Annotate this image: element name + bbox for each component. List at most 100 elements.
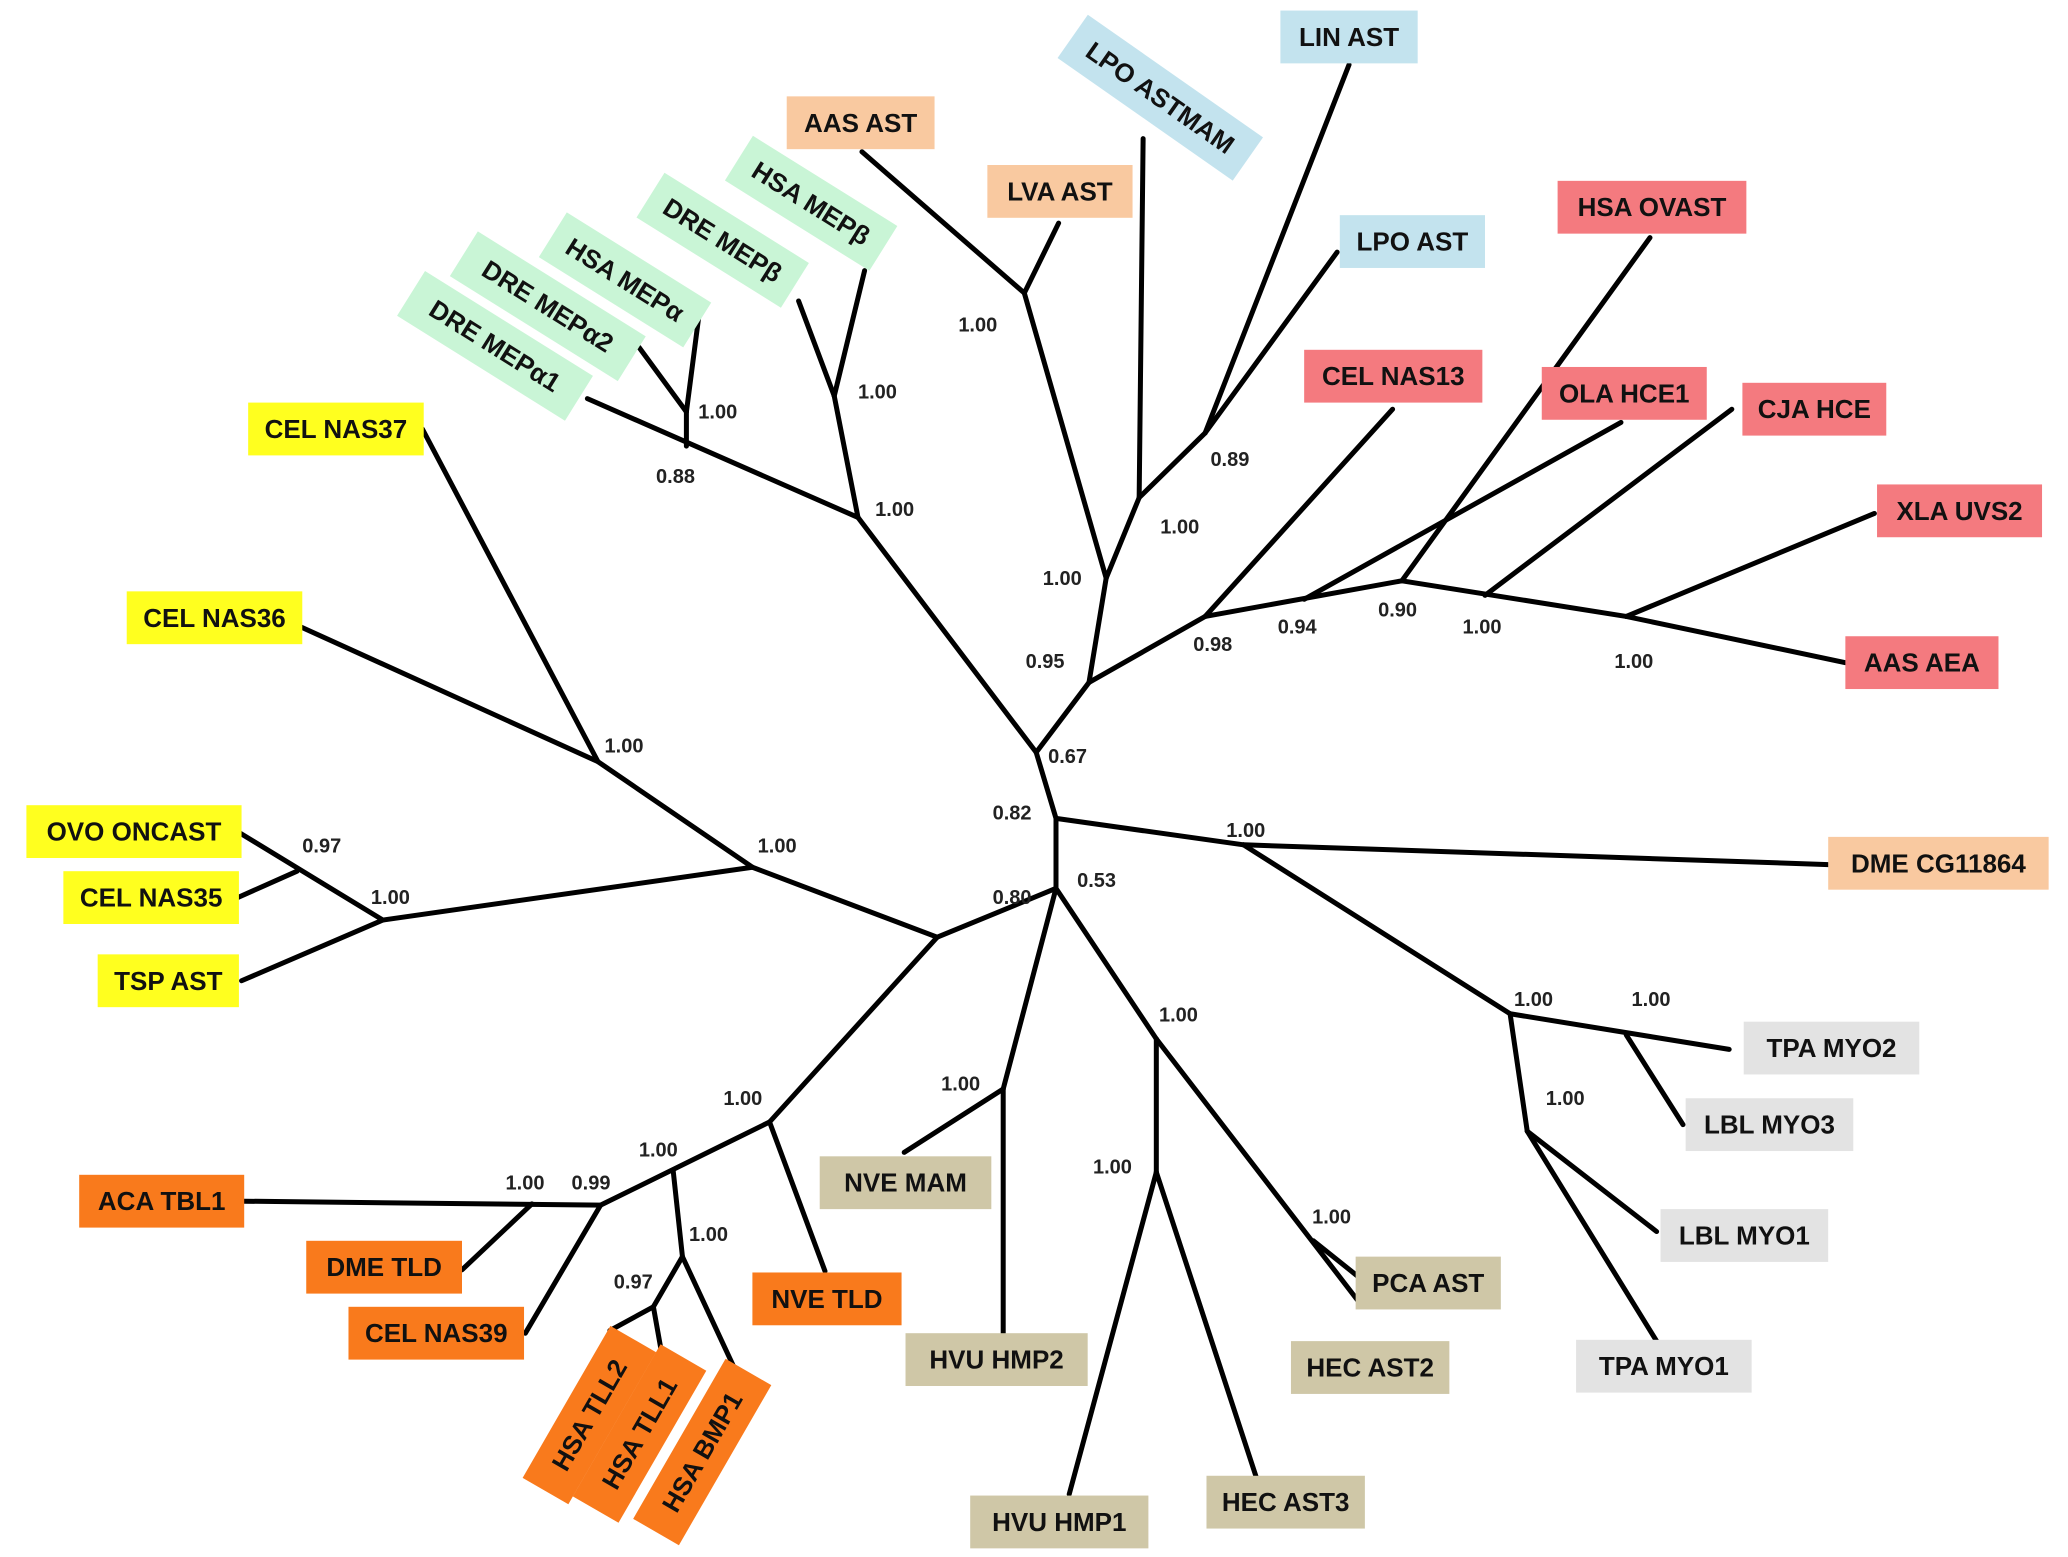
leaf-label-dme-tld: DME TLD <box>306 1240 462 1294</box>
leaf-label-text: HEC AST2 <box>1306 1353 1434 1383</box>
tree-branch <box>1021 220 1062 296</box>
leaf-label-box <box>1304 349 1483 403</box>
support-value-lin-lpo: 0.89 <box>1210 449 1249 471</box>
tree-branch <box>796 298 837 399</box>
leaf-label-nve-tld: NVE TLD <box>752 1272 902 1326</box>
leaf-labels: LIN AST LPO ASTMAM AAS AST LVA AST LPO AST HS… <box>26 10 2049 1549</box>
tree-branch <box>1399 235 1653 584</box>
support-value-root-low: 0.80 <box>993 887 1032 909</box>
tree-branch <box>1524 1128 1660 1344</box>
support-values: 1.000.891.001.001.001.000.881.000.950.98… <box>302 314 1670 1293</box>
tree-branch <box>522 1202 604 1336</box>
tree-branch <box>1202 249 1340 436</box>
tree-branch <box>1507 1011 1530 1134</box>
leaf-label-tpa-myo2: TPA MYO2 <box>1743 1021 1920 1075</box>
tree-branch <box>595 759 755 870</box>
leaf-label-text: HSA OVAST <box>1578 192 1727 222</box>
leaf-label-text: OVO ONCAST <box>47 817 222 847</box>
leaf-label-lva-ast: LVA AST <box>987 165 1133 218</box>
leaf-label-text: CEL NAS37 <box>265 414 408 444</box>
tree-branch <box>859 149 1027 296</box>
leaf-label-text: XLA UVS2 <box>1896 496 2022 526</box>
tree-branch <box>1033 749 1059 821</box>
leaf-label-hec-ast2: HEC AST2 <box>1290 1341 1450 1394</box>
tree-branch <box>1136 430 1208 501</box>
leaf-label-hec-ast3: HEC AST3 <box>1206 1475 1365 1529</box>
tree-branch <box>1053 815 1246 848</box>
support-value-mep-alpha: 1.00 <box>698 401 737 423</box>
leaf-label-text: AAS AST <box>804 108 917 138</box>
leaf-label-box <box>63 871 239 924</box>
support-value-red-3: 1.00 <box>1463 617 1502 639</box>
leaf-label-text: HEC AST3 <box>1222 1487 1350 1517</box>
support-value-nas37: 1.00 <box>605 735 644 757</box>
leaf-label-text: LIN AST <box>1299 22 1399 52</box>
tree-branch <box>1623 613 1848 666</box>
leaf-label-box <box>1541 366 1707 420</box>
leaf-label-text: TPA MYO1 <box>1599 1351 1729 1381</box>
leaf-label-xla-uvs2: XLA UVS2 <box>1877 484 2043 538</box>
leaf-label-box <box>633 1358 772 1546</box>
support-value-myo-11: 1.00 <box>1546 1088 1585 1110</box>
leaf-label-box <box>1206 1475 1365 1529</box>
leaf-label-text: AAS AEA <box>1864 648 1980 678</box>
leaf-label-text: DME CG11864 <box>1851 848 2026 878</box>
tree-branch <box>683 307 703 415</box>
tree-branch <box>241 1198 604 1208</box>
leaf-label-text: CEL NAS13 <box>1322 361 1465 391</box>
tree-branch <box>901 1086 1006 1155</box>
leaf-label-text: LPO AST <box>1357 227 1469 257</box>
leaf-label-text: NVE MAM <box>844 1168 967 1198</box>
leaf-label-text: CEL NAS35 <box>80 883 223 913</box>
leaf-label-text: OLA HCE1 <box>1559 378 1690 408</box>
tree-branch <box>767 1119 828 1274</box>
support-value-lpo-group: 1.00 <box>1160 516 1199 538</box>
leaf-label-box <box>786 96 935 150</box>
leaf-label-text: LPO ASTMAM <box>1080 36 1240 160</box>
support-value-khaki-right: 0.53 <box>1077 870 1116 892</box>
tree-branch <box>1103 495 1142 581</box>
leaf-label-box <box>724 135 898 271</box>
tree-branch <box>1623 510 1877 619</box>
leaf-label-hvu-hmp2: HVU HMP2 <box>905 1333 1088 1386</box>
leaf-label-box <box>819 1156 992 1210</box>
leaf-label-aca-tbl1: ACA TBL1 <box>79 1174 245 1228</box>
support-value-red-4: 1.00 <box>1614 651 1653 673</box>
tree-branch <box>380 864 755 923</box>
support-value-root-mid: 0.82 <box>993 803 1032 825</box>
tree-branch <box>1240 842 1513 1017</box>
support-value-orange-inner: 1.00 <box>639 1139 678 1161</box>
support-value-nas-small: 1.00 <box>371 887 410 909</box>
leaf-label-lin-ast: LIN AST <box>1280 10 1418 64</box>
tree-branches <box>235 62 1877 1497</box>
leaf-label-text: CEL NAS39 <box>365 1318 508 1348</box>
tree-branch <box>1399 578 1629 619</box>
tree-branch <box>831 268 868 399</box>
leaf-label-box <box>636 172 809 308</box>
leaf-label-box <box>987 165 1133 218</box>
leaf-label-box <box>397 270 593 421</box>
leaf-label-text: TSP AST <box>114 966 222 996</box>
tree-branch <box>1136 136 1146 501</box>
tree-branch <box>235 868 300 901</box>
support-value-mep-all: 1.00 <box>875 499 914 521</box>
tree-branch <box>1053 885 1159 1042</box>
leaf-label-ola-hce1: OLA HCE1 <box>1541 366 1707 420</box>
support-value-mep-beta: 1.00 <box>858 382 897 404</box>
leaf-label-lpo-astmam: LPO ASTMAM <box>1057 14 1264 181</box>
tree-branch <box>1524 1128 1660 1235</box>
tree-branch <box>1086 613 1208 685</box>
leaf-label-box <box>1280 10 1418 64</box>
leaf-label-text: DME TLD <box>326 1252 442 1282</box>
leaf-label-tpa-myo1: TPA MYO1 <box>1576 1339 1752 1393</box>
tree-branch <box>459 1201 535 1273</box>
support-value-nas39: 0.99 <box>572 1172 611 1194</box>
leaf-label-box <box>1742 382 1887 436</box>
leaf-label-cel-nas39: CEL NAS39 <box>348 1306 525 1360</box>
tree-branch <box>235 829 386 923</box>
support-value-orange-all: 1.00 <box>723 1088 762 1110</box>
leaf-label-box <box>1660 1209 1829 1262</box>
tree-branch <box>934 885 1059 940</box>
leaf-label-nve-mam: NVE MAM <box>819 1156 992 1210</box>
tree-branch <box>670 1168 685 1260</box>
